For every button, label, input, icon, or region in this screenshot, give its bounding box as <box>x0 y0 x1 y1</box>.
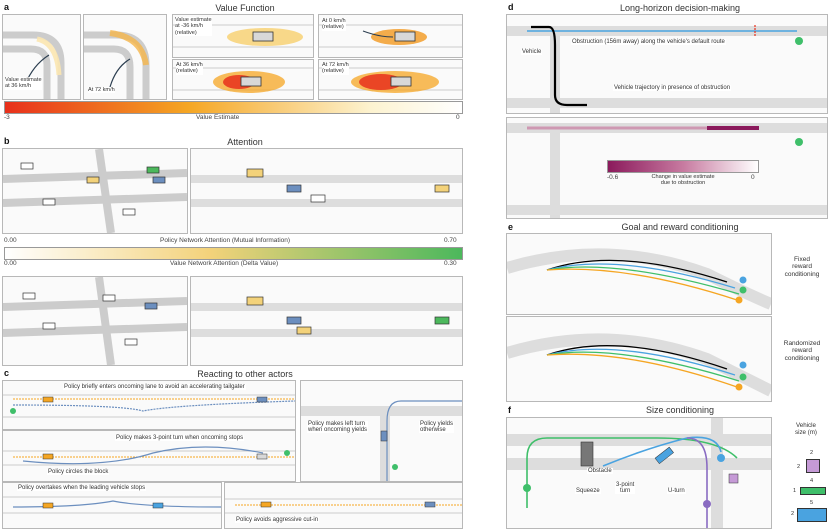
panel-b-label: b <box>4 136 10 146</box>
size-legend-swatch-2 <box>800 487 826 495</box>
label-u-turn: U-turn <box>667 488 686 494</box>
caption-c1: Policy briefly enters oncoming lane to a… <box>63 384 246 390</box>
annot-vehicle: Vehicle <box>521 49 543 55</box>
value-map-minus36: Value estimate at -36 km/h (relative) <box>172 14 314 58</box>
size-legend-top-3: 5 <box>810 500 814 506</box>
label-fixed: Fixed reward conditioning <box>784 256 820 278</box>
value-colorbar-max: 0 <box>456 114 460 121</box>
panel-e-title: Goal and reward conditioning <box>621 222 739 232</box>
value-colorbar-min: -3 <box>4 114 10 121</box>
caption-c4: Policy makes left turn when oncoming yie… <box>307 421 369 433</box>
attention-bottom-min: 0.00 <box>4 260 17 267</box>
value-colorbar <box>4 101 463 114</box>
decision-map-top: Vehicle Obstruction (156m away) along th… <box>506 14 828 114</box>
decision-map-bottom: -0.6 0 Change in value estimate due to o… <box>506 117 828 219</box>
annot-trajectory: Vehicle trajectory in presence of obstru… <box>613 85 732 91</box>
attention-top-min: 0.00 <box>4 237 17 244</box>
annot-minus36: Value estimate at -36 km/h (relative) <box>175 17 212 37</box>
value-colorbar-label: Value Estimate <box>196 114 240 121</box>
panel-d-title: Long-horizon decision-making <box>619 3 741 13</box>
size-map: Obstacle Squeeze 3-point turn U-turn <box>506 417 772 529</box>
annot-plus36: At 36 km/h (relative) <box>176 62 203 75</box>
value-map-plus36: At 36 km/h (relative) <box>172 59 314 100</box>
size-legend-top-2: 4 <box>810 478 814 484</box>
size-legend-swatch-1 <box>806 459 820 473</box>
value-map-72: At 72 km/h <box>83 14 167 100</box>
value-map-36: Value estimate at 36 km/h <box>2 14 81 100</box>
label-3-point-turn: 3-point turn <box>615 482 636 494</box>
panel-c-title: Reacting to other actors <box>197 369 293 379</box>
size-legend-side-3: 2 <box>791 511 795 517</box>
label-randomized: Randomized reward conditioning <box>783 340 821 362</box>
change-colorbar-label: Change in value estimate due to obstruct… <box>651 174 715 187</box>
size-legend-side-2: 1 <box>793 488 797 494</box>
goal-map-randomized <box>506 316 772 402</box>
attention-map-1-right <box>190 148 463 234</box>
caption-c3: Policy circles the block <box>47 469 110 475</box>
attention-bottom-label: Value Network Attention (Delta Value) <box>170 260 279 267</box>
caption-c5: Policy yields otherwise <box>419 421 455 433</box>
attention-top-label: Policy Network Attention (Mutual Informa… <box>160 237 291 244</box>
size-legend-swatch-3 <box>797 508 827 522</box>
attention-colorbar <box>4 247 463 260</box>
size-legend-side-1: 2 <box>797 464 801 470</box>
panel-b-title: Attention <box>227 137 263 147</box>
panel-f-title: Size conditioning <box>645 405 715 415</box>
size-legend-top-1: 2 <box>810 450 814 456</box>
label-obstacle: Obstacle <box>587 468 613 474</box>
caption-c6: Policy overtakes when the leading vehicl… <box>17 485 147 491</box>
value-map-plus72: At 72 km/h (relative) <box>318 59 463 100</box>
value-map-zero: At 0 km/h (relative) <box>318 14 463 58</box>
attention-map-1-left <box>2 148 188 234</box>
panel-a-title: Value Function <box>215 3 275 13</box>
annot-obstruction: Obstruction (156m away) along the vehicl… <box>571 39 726 45</box>
change-colorbar-max: 0 <box>751 174 755 181</box>
label-squeeze: Squeeze <box>575 488 601 494</box>
annot-zero: At 0 km/h (relative) <box>322 18 346 31</box>
caption-c7: Policy avoids aggressive cut-in <box>235 517 320 523</box>
annot-plus72: At 72 km/h (relative) <box>322 62 349 75</box>
reacting-map-5: Policy avoids aggressive cut-in <box>224 482 463 529</box>
change-colorbar <box>607 160 759 173</box>
reacting-map-1: Policy briefly enters oncoming lane to a… <box>2 380 296 430</box>
panel-e-label: e <box>508 222 514 232</box>
panel-d-label: d <box>508 2 514 12</box>
attention-map-2-right <box>190 276 463 366</box>
annot-value-36: Value estimate at 36 km/h <box>5 77 42 90</box>
size-legend-title: Vehicle size (m) <box>795 422 817 437</box>
attention-map-2-left <box>2 276 188 366</box>
change-colorbar-min: -0.6 <box>607 174 619 181</box>
reacting-map-2: Policy makes 3-point turn when oncoming … <box>2 430 296 482</box>
annot-72-left: At 72 km/h <box>88 87 115 94</box>
panel-a-label: a <box>4 2 10 12</box>
caption-c2: Policy makes 3-point turn when oncoming … <box>115 435 245 441</box>
attention-top-max: 0.70 <box>444 237 457 244</box>
panel-f-label: f <box>508 405 511 415</box>
attention-bottom-max: 0.30 <box>444 260 457 267</box>
goal-map-fixed <box>506 233 772 315</box>
reacting-map-3: Policy makes left turn when oncoming yie… <box>300 380 463 482</box>
reacting-map-4: Policy overtakes when the leading vehicl… <box>2 482 222 529</box>
panel-c-label: c <box>4 368 10 378</box>
